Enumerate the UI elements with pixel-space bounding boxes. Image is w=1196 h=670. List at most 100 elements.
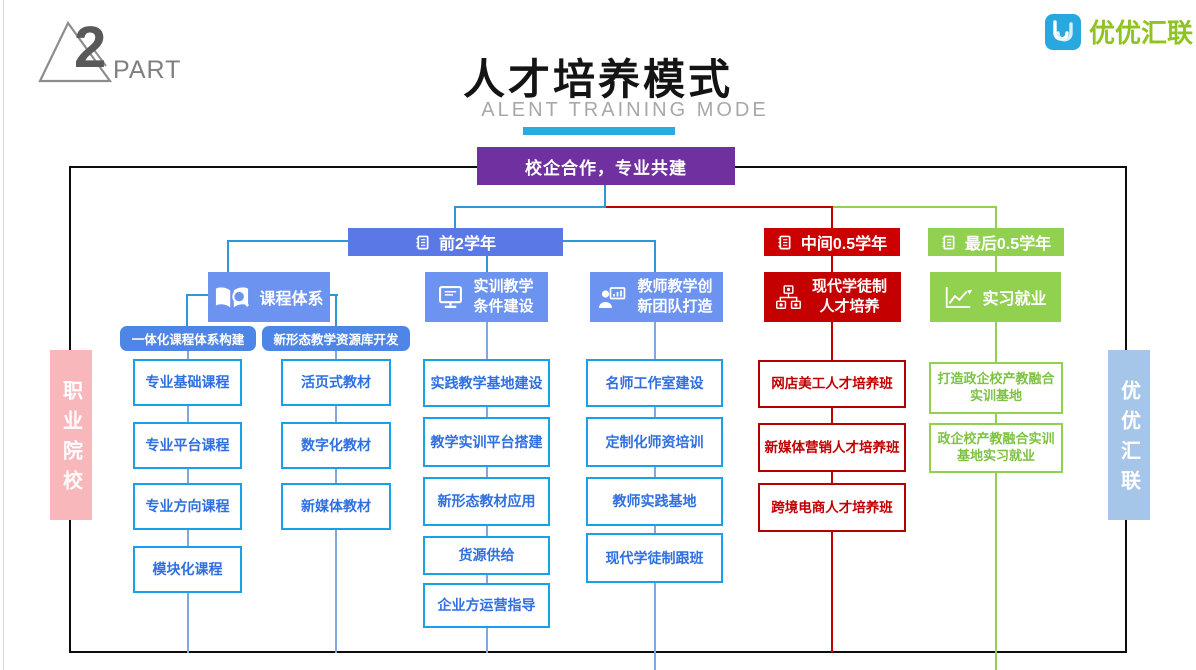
mountain-icon [38, 20, 118, 84]
item-box-training: 实践教学基地建设 [423, 359, 550, 407]
item-box-training: 教学实训平台搭建 [423, 417, 550, 467]
item-box-course: 专业平台课程 [133, 422, 242, 469]
item-box-teacher: 现代学徒制跟班 [586, 533, 723, 583]
item-label: 名师工作室建设 [605, 374, 704, 391]
item-box-course: 专业基础课程 [133, 359, 242, 406]
item-label: 政企校产教融合实训基地实习就业 [937, 431, 1055, 463]
connector [831, 206, 997, 208]
item-label: 打造政企校产教融合实训基地 [937, 371, 1055, 403]
trend-chart-icon [944, 285, 973, 310]
item-label: 专业基础课程 [145, 374, 230, 391]
stage-label: 前2学年 [439, 236, 496, 253]
connector [227, 240, 349, 242]
slide-edge-line [3, 0, 4, 670]
item-box-course: 模块化课程 [133, 546, 242, 593]
item-label: 定制化师资培训 [605, 433, 704, 450]
connector [329, 294, 338, 296]
item-box-internship: 政企校产教融合实训基地实习就业 [929, 423, 1063, 473]
stage-label: 最后0.5学年 [964, 236, 1052, 253]
presenter-icon [598, 285, 626, 310]
group-label: 实习就业 [982, 291, 1047, 308]
connector [831, 206, 833, 229]
side-label-text: 职业院校 [59, 380, 82, 500]
item-box-internship: 打造政企校产教融合实训基地 [929, 362, 1063, 414]
item-label: 实践教学基地建设 [430, 374, 543, 391]
page-title: 人才培养模式 [462, 56, 733, 103]
pill-label: 新形态教学资源库开发 [273, 333, 399, 347]
item-box-apprentice-class: 网店美工人才培养班 [758, 360, 906, 408]
part-badge: 2 PART [38, 15, 218, 90]
connector [454, 206, 606, 208]
item-label: 模块化课程 [152, 561, 223, 578]
item-box-training: 企业方运营指导 [423, 583, 550, 628]
group-label: 实训教学条件建设 [473, 277, 534, 315]
brand-logo-icon [1045, 13, 1081, 50]
group-node-teacher-team: 教师教学创新团队打造 [590, 272, 723, 322]
connector [831, 256, 833, 274]
group-label: 课程体系 [259, 291, 324, 308]
stage-node-middle-half-year: 中间0.5学年 [764, 228, 900, 256]
group-node-modern-apprenticeship: 现代学徒制人才培养 [764, 272, 901, 322]
notebook-icon [777, 235, 792, 250]
pill-label: 一体化课程体系构建 [131, 333, 245, 347]
pill-new-resource-library: 新形态教学资源库开发 [262, 326, 410, 351]
side-label-youyou-huilian: 优优汇联 [1108, 350, 1150, 520]
brand-name: 优优汇联 [1089, 18, 1194, 48]
group-label: 教师教学创新团队打造 [637, 277, 713, 315]
connector [486, 256, 488, 274]
item-label: 货源供给 [458, 547, 515, 564]
item-box-apprentice-class: 跨境电商人才培养班 [758, 483, 906, 532]
page-subtitle: ALENT TRAINING MODE [481, 99, 769, 121]
connector [186, 294, 210, 296]
item-label: 活页式教材 [301, 374, 371, 391]
stage-label: 中间0.5学年 [800, 236, 888, 253]
connector [995, 206, 997, 229]
brand-block: 优优汇联 [1045, 13, 1193, 50]
connector [335, 294, 337, 326]
item-box-teacher: 定制化师资培训 [586, 417, 723, 467]
group-node-training-conditions: 实训教学条件建设 [425, 272, 548, 322]
item-label: 专业平台课程 [145, 437, 230, 454]
monitor-icon [438, 285, 463, 310]
item-box-training: 货源供给 [423, 536, 550, 575]
group-label: 现代学徒制人才培养 [811, 277, 887, 315]
root-node: 校企合作，专业共建 [477, 147, 735, 185]
connector [654, 240, 656, 273]
title-accent-bar [523, 127, 675, 135]
side-label-vocational-college: 职业院校 [50, 350, 92, 520]
item-label: 跨境电商人才培养班 [771, 499, 893, 515]
item-label: 教学实训平台搭建 [430, 433, 543, 450]
side-label-text: 优优汇联 [1117, 380, 1140, 500]
item-box-course: 专业方向课程 [133, 483, 242, 530]
item-label: 新形态教材应用 [437, 493, 536, 510]
group-node-internship: 实习就业 [930, 272, 1061, 322]
connector [995, 321, 997, 670]
root-label: 校企合作，专业共建 [525, 158, 687, 178]
item-box-apprentice-class: 新媒体营销人才培养班 [758, 423, 906, 472]
notebook-icon [941, 235, 956, 250]
item-label: 现代学徒制跟班 [605, 549, 704, 566]
item-label: 网店美工人才培养班 [771, 376, 893, 392]
part-label: PART [113, 56, 182, 84]
item-label: 数字化教材 [301, 437, 371, 454]
connector [606, 206, 833, 208]
connector [995, 256, 997, 274]
connector [604, 185, 606, 207]
group-node-curriculum: 课程体系 [208, 272, 330, 322]
item-label: 专业方向课程 [145, 498, 230, 515]
item-box-training: 新形态教材应用 [423, 477, 550, 526]
item-box-teacher: 名师工作室建设 [586, 359, 723, 407]
item-box-material: 数字化教材 [281, 422, 391, 469]
item-box-material: 活页式教材 [281, 359, 391, 406]
item-box-material: 新媒体教材 [281, 483, 391, 530]
item-label: 新媒体教材 [301, 498, 371, 515]
stage-node-last-half-year: 最后0.5学年 [928, 228, 1064, 256]
book-search-icon [214, 285, 250, 310]
connector [227, 240, 229, 273]
connector [562, 240, 656, 242]
notebook-icon [415, 235, 430, 250]
item-label: 企业方运营指导 [437, 597, 536, 614]
org-chart-icon [775, 285, 801, 309]
item-label: 新媒体营销人才培养班 [764, 439, 900, 455]
